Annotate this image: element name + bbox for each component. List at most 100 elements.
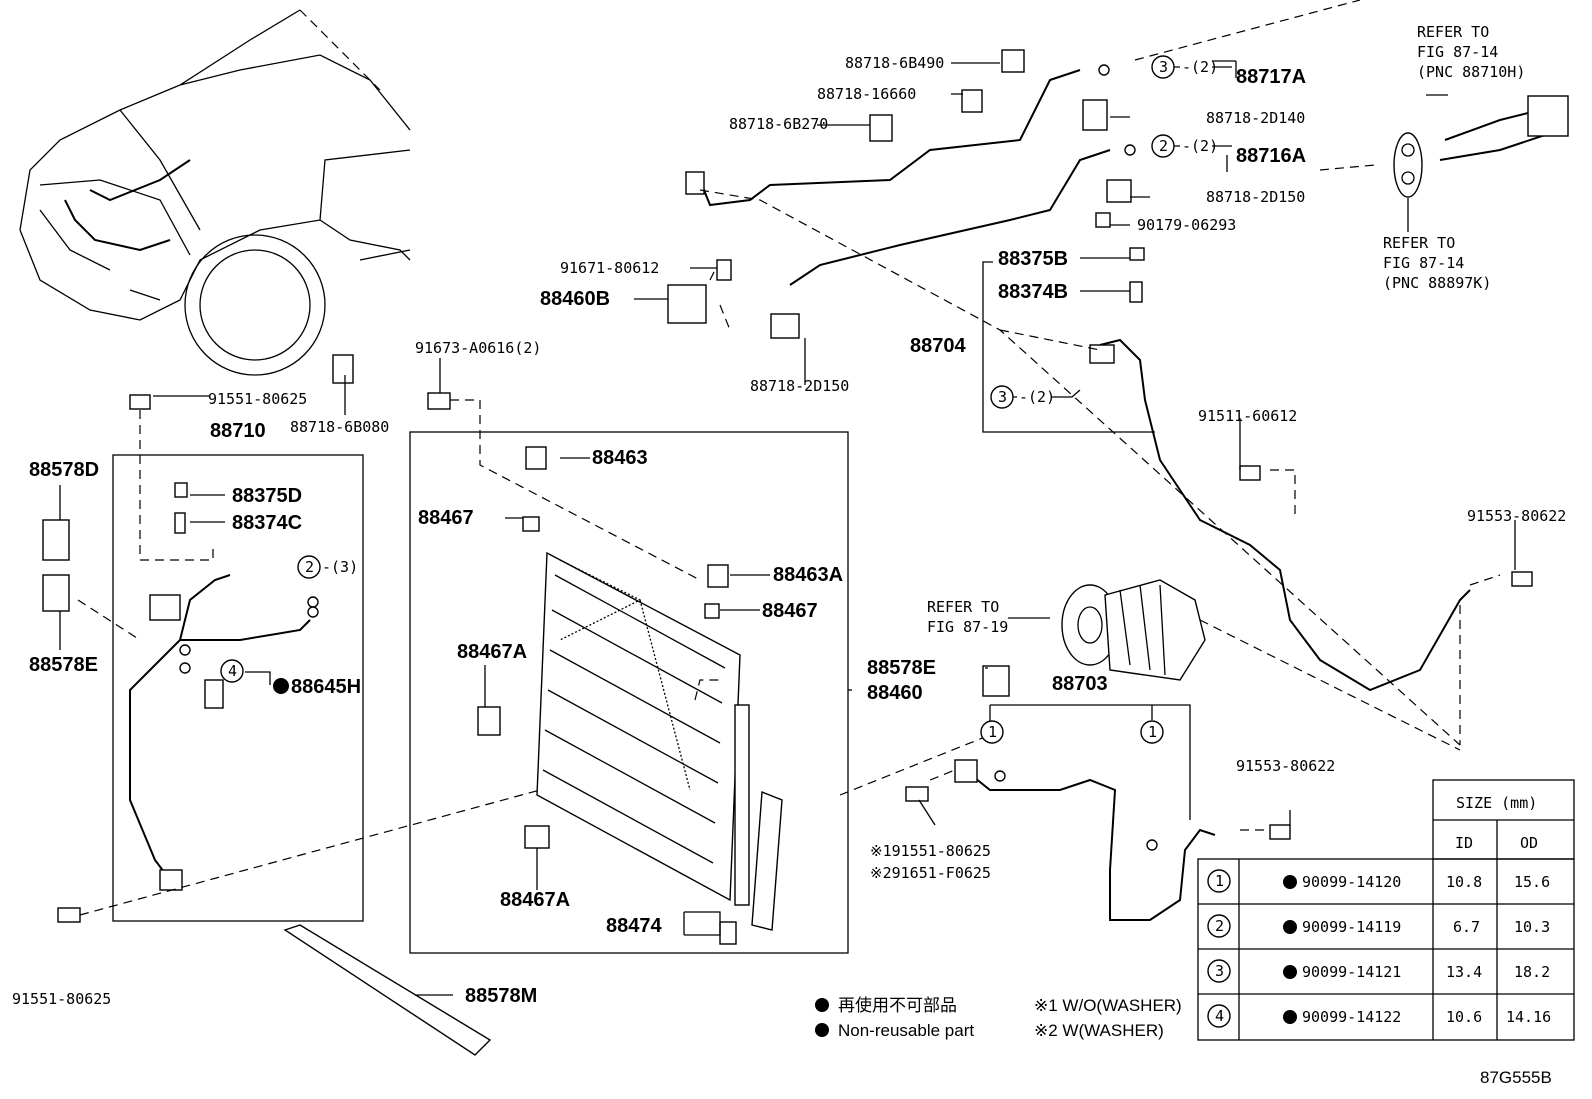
table-row2-part: 90099-14119 — [1302, 918, 1401, 936]
label-88375B: 88375B — [998, 248, 1068, 270]
table-row3-no: 3 — [1215, 962, 1224, 980]
part-88374C — [174, 512, 186, 534]
part-88374B — [1129, 281, 1143, 303]
label-191551-80625: ※191551-80625 — [870, 842, 991, 860]
callout-1-left: 1 — [988, 723, 997, 741]
label-88460: 88460 — [867, 682, 923, 704]
part-88467A-lower — [524, 825, 550, 849]
clamp-88718-2D150-right — [1106, 179, 1132, 203]
part-88467-right — [704, 603, 720, 619]
condenser — [477, 446, 783, 945]
label-88467A-lower: 88467A — [500, 889, 570, 911]
bolt-91551-80625-top — [129, 394, 151, 410]
callout-circles — [220, 55, 1175, 744]
label-refer-87-19-a: REFER TO — [927, 598, 999, 616]
labels: 88718-6B490 88718-16660 88718-6B270 8871… — [12, 23, 1566, 1087]
table-od-header: OD — [1520, 834, 1538, 852]
table-row4-id: 10.6 — [1446, 1008, 1482, 1026]
callout-qty-88716A: -(2) — [1182, 137, 1218, 155]
label-88578E-right: 88578E — [867, 657, 936, 679]
callout-1-right: 1 — [1148, 723, 1157, 741]
hose-88703 — [905, 759, 1291, 921]
table-row2-no: 2 — [1215, 917, 1224, 935]
label-88467-left: 88467 — [418, 507, 474, 529]
callout-2-top: 2 — [1159, 137, 1168, 155]
bolt-91671-80612 — [716, 259, 732, 281]
label-refer-88897K-c: (PNC 88897K) — [1383, 274, 1491, 292]
table-row3-od: 18.2 — [1514, 963, 1550, 981]
label-90179-06293: 90179-06293 — [1137, 216, 1236, 234]
bolt-91553-80622-lower — [1269, 824, 1291, 840]
leader-lines — [59, 60, 1516, 996]
label-91553-80622-lower: 91553-80622 — [1236, 757, 1335, 775]
label-291651-F0625: ※291651-F0625 — [870, 864, 991, 882]
label-88460B: 88460B — [540, 288, 610, 310]
label-88704: 88704 — [910, 335, 966, 357]
table-size-header: SIZE (mm) — [1456, 794, 1537, 812]
clamp-88718-2D140 — [1082, 99, 1108, 131]
part-88463A — [707, 564, 729, 588]
vehicle-illustration — [19, 9, 411, 376]
label-88703: 88703 — [1052, 673, 1108, 695]
label-refer-88710H-b: FIG 87-14 — [1417, 43, 1498, 61]
pipes-upper — [667, 49, 1136, 339]
part-88375D — [174, 482, 188, 498]
table-row3-id: 13.4 — [1446, 963, 1482, 981]
bolt-91673-A0616 — [427, 392, 451, 410]
part-88467-upper — [522, 516, 540, 532]
table-row1-part: 90099-14120 — [1302, 873, 1401, 891]
label-91551-80625-bottom: 91551-80625 — [12, 990, 111, 1008]
label-88474: 88474 — [606, 915, 662, 937]
label-91671-80612: 91671-80612 — [560, 259, 659, 277]
label-91551-80625-top: 91551-80625 — [208, 390, 307, 408]
label-88718-2D150-lower: 88718-2D150 — [750, 377, 849, 395]
part-88375B — [1129, 247, 1145, 261]
label-88718-6B490: 88718-6B490 — [845, 54, 944, 72]
label-88716A: 88716A — [1236, 145, 1306, 167]
label-88463: 88463 — [592, 447, 648, 469]
clamp-88718-6B270 — [869, 114, 893, 142]
callout-qty-88704: -(2) — [1019, 388, 1055, 406]
condenser-tank — [734, 704, 750, 906]
label-91673-A0616: 91673-A0616(2) — [415, 339, 541, 357]
part-88467A-upper — [477, 706, 501, 736]
part-88578D — [42, 519, 70, 561]
table-row4-part: 90099-14122 — [1302, 1008, 1401, 1026]
callout-2-88710: 2 — [305, 558, 314, 576]
table-row2-od: 10.3 — [1514, 918, 1550, 936]
clamp-88718-6B080 — [332, 354, 354, 384]
legend-note2: ※2 W(WASHER) — [1034, 1021, 1164, 1040]
table-row1-od: 15.6 — [1514, 873, 1550, 891]
callout-4-88710: 4 — [228, 662, 237, 680]
figure-code: 87G555B — [1480, 1068, 1552, 1087]
legend-note1: ※1 W/O(WASHER) — [1034, 996, 1182, 1015]
nut-90179-06293 — [1095, 212, 1111, 228]
clamp-88718-2D150-lower — [770, 313, 800, 339]
size-table — [1197, 779, 1575, 1041]
legend-jp: 再使用不可部品 — [838, 995, 957, 1015]
callout-qty-88710: -(3) — [322, 558, 358, 576]
label-91511-60612: 91511-60612 — [1198, 407, 1297, 425]
callout-qty-88717A: -(2) — [1182, 58, 1218, 76]
label-88718-6B080: 88718-6B080 — [290, 418, 389, 436]
table-row1-id: 10.8 — [1446, 873, 1482, 891]
clamp-88718-16660 — [961, 89, 983, 113]
table-row2-id: 6.7 — [1453, 918, 1480, 936]
label-88718-6B270: 88718-6B270 — [729, 115, 828, 133]
label-88718-16660: 88718-16660 — [817, 85, 916, 103]
label-88717A: 88717A — [1236, 66, 1306, 88]
part-88474 — [719, 921, 737, 945]
part-88578E-right — [982, 665, 1010, 697]
part-88578E-left — [42, 574, 70, 612]
part-88463 — [525, 446, 547, 470]
label-88467-right: 88467 — [762, 600, 818, 622]
label-refer-88897K-b: FIG 87-14 — [1383, 254, 1464, 272]
label-88578E-left: 88578E — [29, 654, 98, 676]
group-box-88460 — [409, 431, 849, 954]
callout-3-top: 3 — [1159, 58, 1168, 76]
callout-3-88704: 3 — [998, 388, 1007, 406]
part-88474-bracket — [751, 790, 783, 931]
table-id-header: ID — [1455, 834, 1473, 852]
